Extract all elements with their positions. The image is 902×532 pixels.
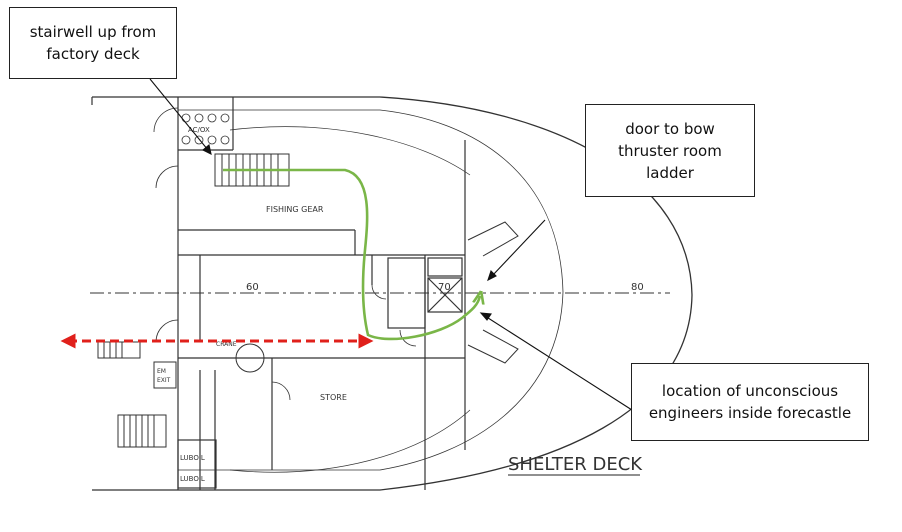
callout-stairwell: stairwell up from factory deck [9,7,177,79]
label-store: STORE [320,393,347,402]
doors [153,107,417,401]
label-fishing-gear: FISHING GEAR [266,205,324,214]
green-route-path [223,168,480,341]
bow-bulkheads [467,221,519,364]
callout-door: door to bow thruster room ladder [585,104,755,197]
label-frame-60: 60 [246,282,259,293]
deck-title: SHELTER DECK [508,454,643,475]
label-emexit-1: EM [157,368,166,375]
hull-outline [92,96,693,491]
label-emexit-2: EXIT [157,377,171,384]
label-acox: AC/OX [188,126,210,134]
callout-pointers [149,78,633,411]
label-frame-80: 80 [631,282,644,293]
lower-stairs [97,341,177,448]
label-frame-70: 70 [438,282,451,293]
label-lubeoil-1: LUBOIL [180,454,205,462]
label-lubeoil-2: LUBOIL [180,475,205,483]
callout-location: location of unconscious engineers inside… [631,363,869,441]
